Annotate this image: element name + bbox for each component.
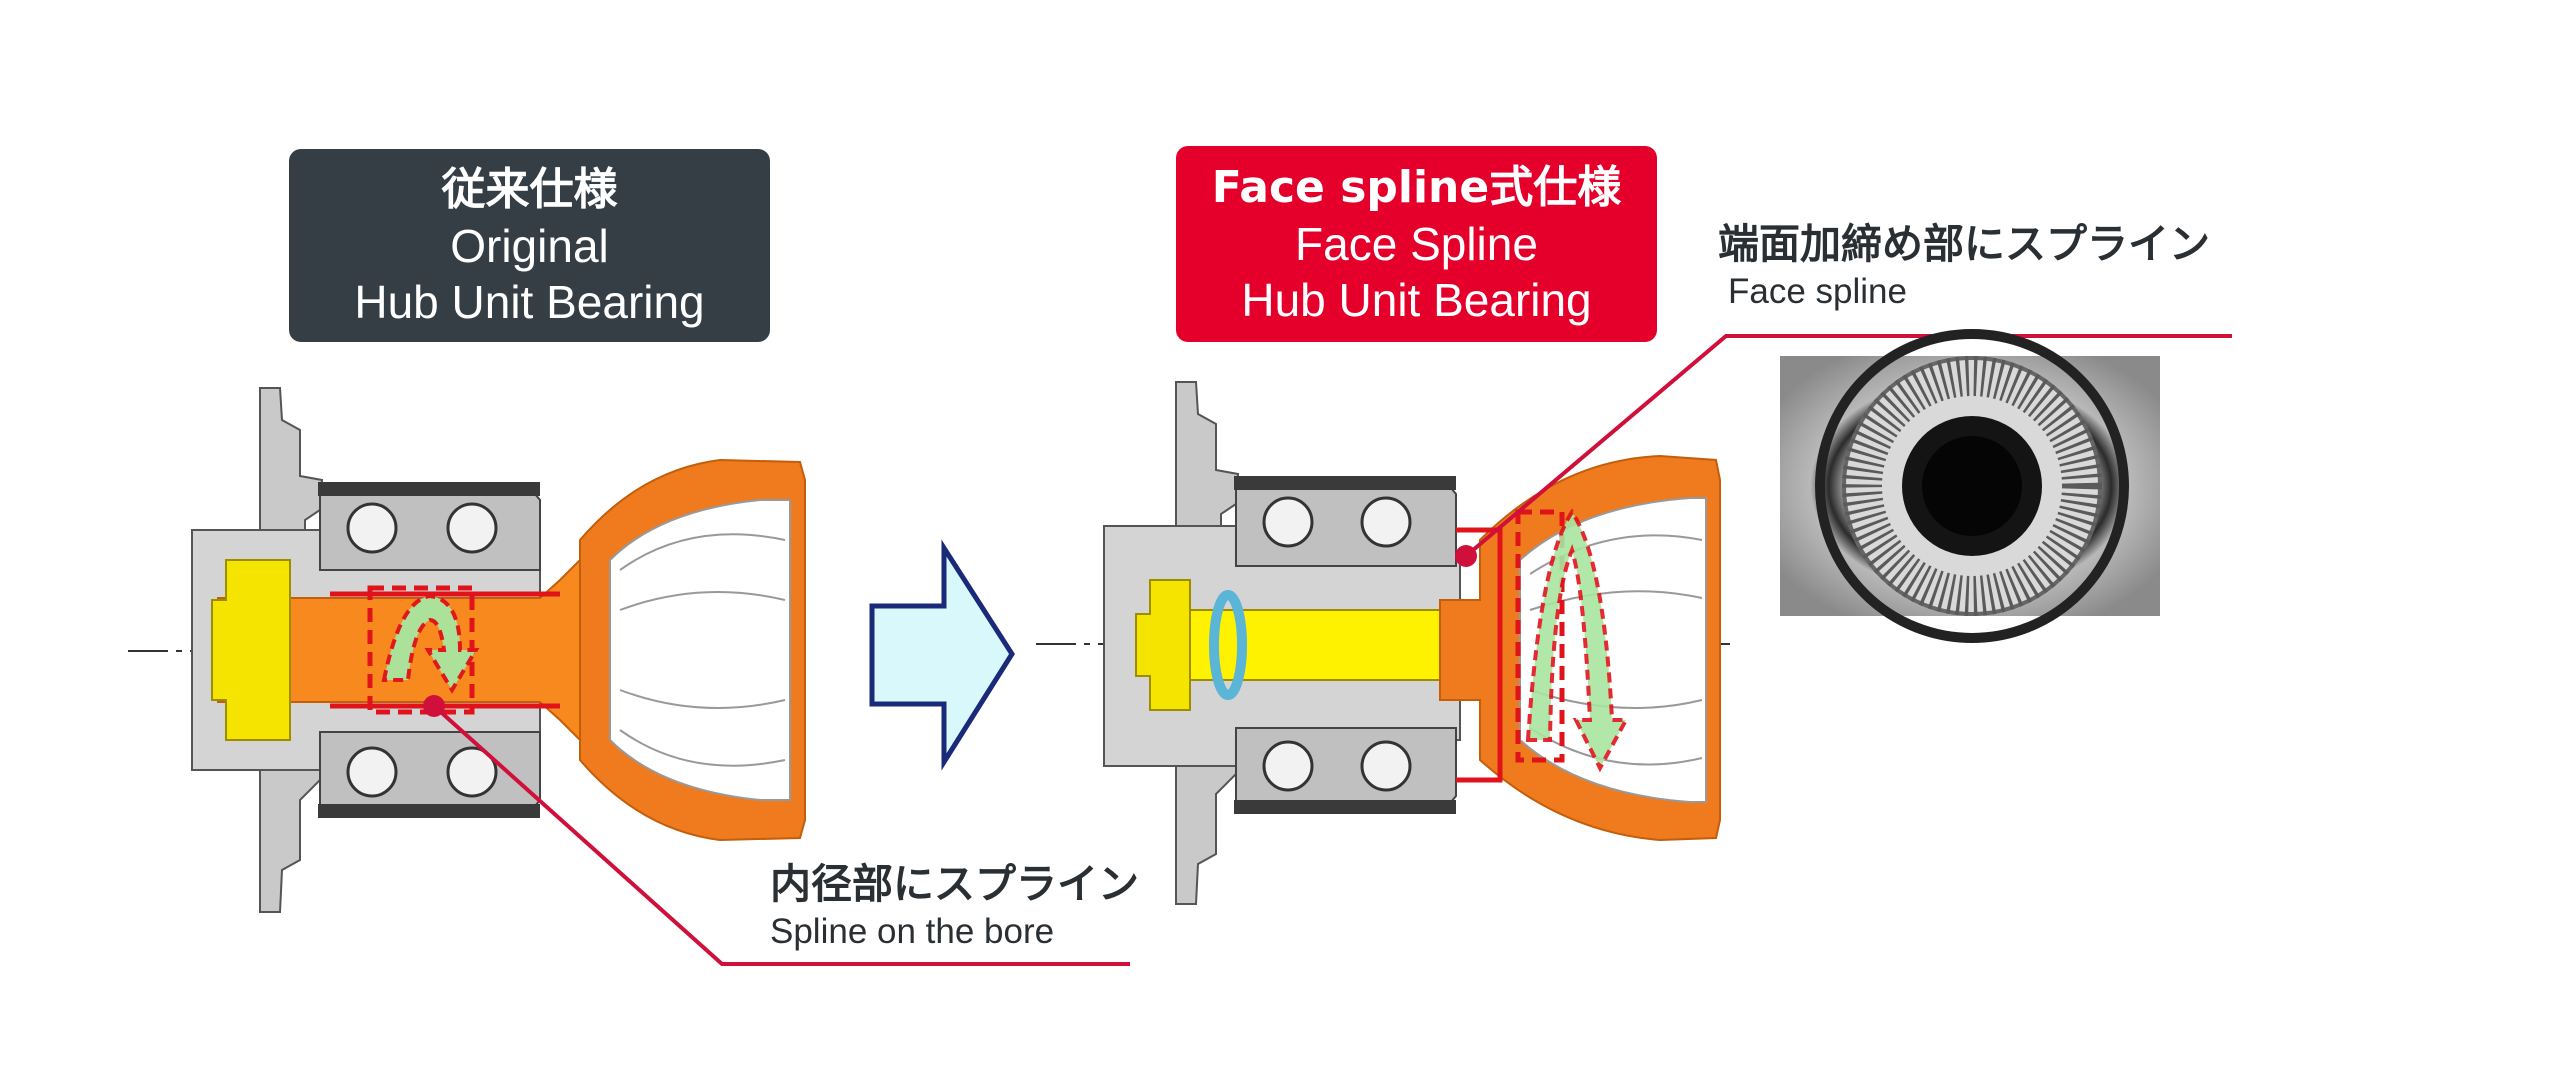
original-title-box: 従来仕様 Original Hub Unit Bearing [289,149,770,342]
original-upper-ball-2 [446,502,498,554]
original-lower-seal [318,804,540,818]
bore-spline-callout: 内径部にスプライン Spline on the bore [770,858,1139,954]
original-hub-nut [211,559,291,741]
original-title-jp: 従来仕様 [441,163,618,215]
original-spline-arrow [381,593,480,694]
face-spline-title-jp: Face spline式仕様 [1211,162,1622,213]
bore-spline-callout-en: Spline on the bore [770,912,1055,951]
face-spline-title-box: Face spline式仕様 Face Spline Hub Unit Bear… [1176,146,1657,342]
transition-arrow-icon [869,539,1015,771]
face-spline-photo [1780,329,2160,643]
face-spline-arrow [1525,508,1630,773]
original-upper-ball-1 [346,502,398,554]
face-spline-mating-face [1456,527,1503,783]
face-spline-zone [1515,509,1565,763]
face-spline-title-en-line2: Hub Unit Bearing [1241,274,1592,326]
original-upper-seal [318,482,540,496]
face-spline-hub-unit-drawing [1036,334,2232,905]
face-spline-lower-ball-1 [1262,740,1314,792]
original-cv-inner [609,499,791,801]
face-spline-lower-ball-2 [1360,740,1412,792]
face-spline-bolt-shaft [1179,609,1481,681]
face-spline-callout-line [1464,334,2232,558]
original-title-en-line2: Hub Unit Bearing [354,275,705,328]
face-spline-callout-jp: 端面加締め部にスプライン [1718,220,2210,268]
bore-spline-callout-jp: 内径部にスプライン [770,860,1139,908]
original-hub-unit-drawing [128,387,1130,966]
original-lower-ball-1 [346,746,398,798]
face-spline-upper-ball-1 [1262,496,1314,548]
original-lower-ball-2 [446,746,498,798]
face-spline-washer [1209,590,1247,700]
original-callout-line [432,704,1130,966]
original-title-en-line1: Original [450,219,609,272]
face-spline-callout-en: Face spline [1728,272,1907,311]
face-spline-bolt-head [1135,579,1191,711]
face-spline-upper-ball-2 [1360,496,1412,548]
face-spline-title-en-line1: Face Spline [1295,218,1538,270]
face-spline-callout: 端面加締め部にスプライン Face spline [1718,218,2210,314]
face-spline-teeth [1842,356,2102,616]
